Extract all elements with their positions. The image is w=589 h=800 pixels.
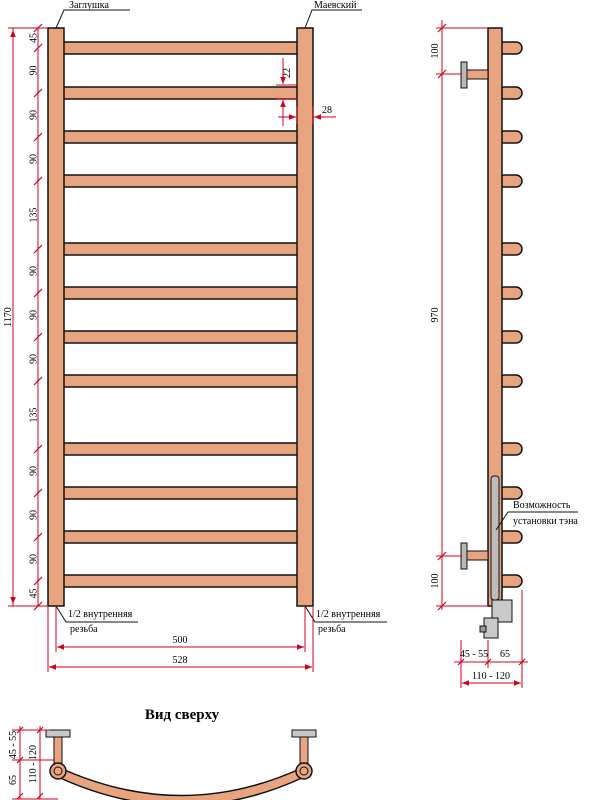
mayevsky-label: Маевский (314, 0, 357, 11)
chain-dimension-label: 90 (28, 510, 39, 520)
rung (57, 442, 304, 456)
side-center-distance-label: 970 (430, 308, 441, 323)
thread-left-label-1: 1/2 внутренняя (68, 609, 133, 620)
rung (57, 242, 304, 256)
rung-thickness-label: 22 (282, 68, 293, 78)
width-inner-label: 500 (173, 635, 188, 646)
chain-dimension-label: 45 (28, 589, 39, 599)
wall-bracket-top (460, 61, 489, 89)
mayevsky-leader (304, 9, 362, 29)
chain-tick (33, 376, 43, 386)
rung (57, 130, 304, 144)
chain-tick (33, 176, 43, 186)
side-rung-stubs (497, 41, 523, 588)
thread-left-leader (55, 605, 138, 623)
heater-label-2: установки тэна (513, 516, 578, 527)
front-view: Заглушка Маевский 1/2 внутренняя резьба … (3, 0, 387, 672)
side-view: Возможность установки тэна 100 970 100 4… (430, 20, 578, 688)
rung (57, 174, 304, 188)
heater-leader (495, 511, 578, 531)
left-post (47, 27, 65, 607)
top-view-right-post (295, 762, 313, 780)
rung (57, 486, 304, 500)
top-view-brackets (45, 729, 317, 764)
chain-ticks (33, 23, 43, 611)
side-depth-label: 65 (500, 649, 510, 660)
side-bottom-offset-label: 100 (430, 574, 441, 589)
side-wall-gap-label: 45 - 55 (460, 649, 488, 660)
chain-tick (33, 601, 43, 611)
thread-right-leader (304, 605, 387, 623)
top-total-depth-label: 110 - 120 (28, 745, 39, 783)
chain-tick (33, 23, 43, 33)
rung (57, 86, 304, 100)
plug-leader (55, 9, 130, 29)
top-wall-gap-label: 45 - 55 (8, 731, 19, 759)
side-total-depth-label: 110 - 120 (472, 671, 510, 682)
chain-dimension-label: 45 (28, 33, 39, 43)
chain-tick (33, 488, 43, 498)
chain-dimension-label: 90 (28, 110, 39, 120)
chain-dimension-label: 135 (28, 408, 39, 423)
chain-dimension-label: 90 (28, 154, 39, 164)
chain-tick (33, 532, 43, 542)
chain-dimension-label: 90 (28, 310, 39, 320)
post-width-dimension: 28 (278, 105, 336, 124)
side-vertical-dimensions: 100 970 100 (430, 20, 488, 611)
top-view-title: Вид сверху (145, 707, 220, 723)
thread-left-label-2: резьба (70, 624, 98, 635)
chain-tick (33, 132, 43, 142)
top-view-dimensions: 45 - 55 110 - 120 65 (8, 726, 58, 800)
width-outer-label: 528 (173, 655, 188, 666)
rung (57, 41, 304, 55)
wall-bracket-bottom (460, 542, 489, 570)
heater-label-1: Возможность (513, 500, 571, 511)
post-width-label: 28 (322, 105, 332, 116)
chain-dimension-label: 135 (28, 208, 39, 223)
chain-dimension-label: 90 (28, 354, 39, 364)
chain-dimension-label: 90 (28, 466, 39, 476)
top-depth-label: 65 (8, 775, 19, 785)
side-horizontal-dimensions: 45 - 55 65 110 - 120 (454, 590, 528, 688)
rung (57, 374, 304, 388)
top-view-curved-rung (57, 765, 305, 800)
chain-dimension-label: 90 (28, 266, 39, 276)
chain-tick (33, 43, 43, 53)
rung (57, 574, 304, 588)
top-view: Вид сверху 45 - 55 110 - 120 65 (8, 707, 317, 800)
total-height-label: 1170 (3, 307, 14, 327)
rung-thickness-dimension: 22 (276, 58, 298, 126)
left-dimension-chain: 45 90 90 90 135 90 90 90 135 90 90 90 45 1170 (3, 23, 48, 611)
thread-right-label-1: 1/2 внутренняя (316, 609, 381, 620)
chain-tick (33, 244, 43, 254)
rung (57, 530, 304, 544)
chain-dimension-label: 90 (28, 554, 39, 564)
rung (57, 330, 304, 344)
chain-tick (33, 332, 43, 342)
thread-right-label-2: резьба (318, 624, 346, 635)
plug-label: Заглушка (69, 0, 109, 11)
chain-labels: 45 90 90 90 135 90 90 90 135 90 90 90 45 (28, 33, 39, 599)
chain-dimension-label: 90 (28, 66, 39, 76)
right-post (296, 27, 314, 607)
rung (57, 286, 304, 300)
rungs (57, 41, 304, 588)
heating-element (479, 475, 513, 639)
width-dimensions: 500 528 (47, 606, 314, 672)
chain-tick (33, 576, 43, 586)
chain-tick (33, 288, 43, 298)
chain-tick (33, 88, 43, 98)
side-top-offset-label: 100 (430, 44, 441, 59)
top-view-left-post (49, 762, 67, 780)
chain-tick (33, 444, 43, 454)
